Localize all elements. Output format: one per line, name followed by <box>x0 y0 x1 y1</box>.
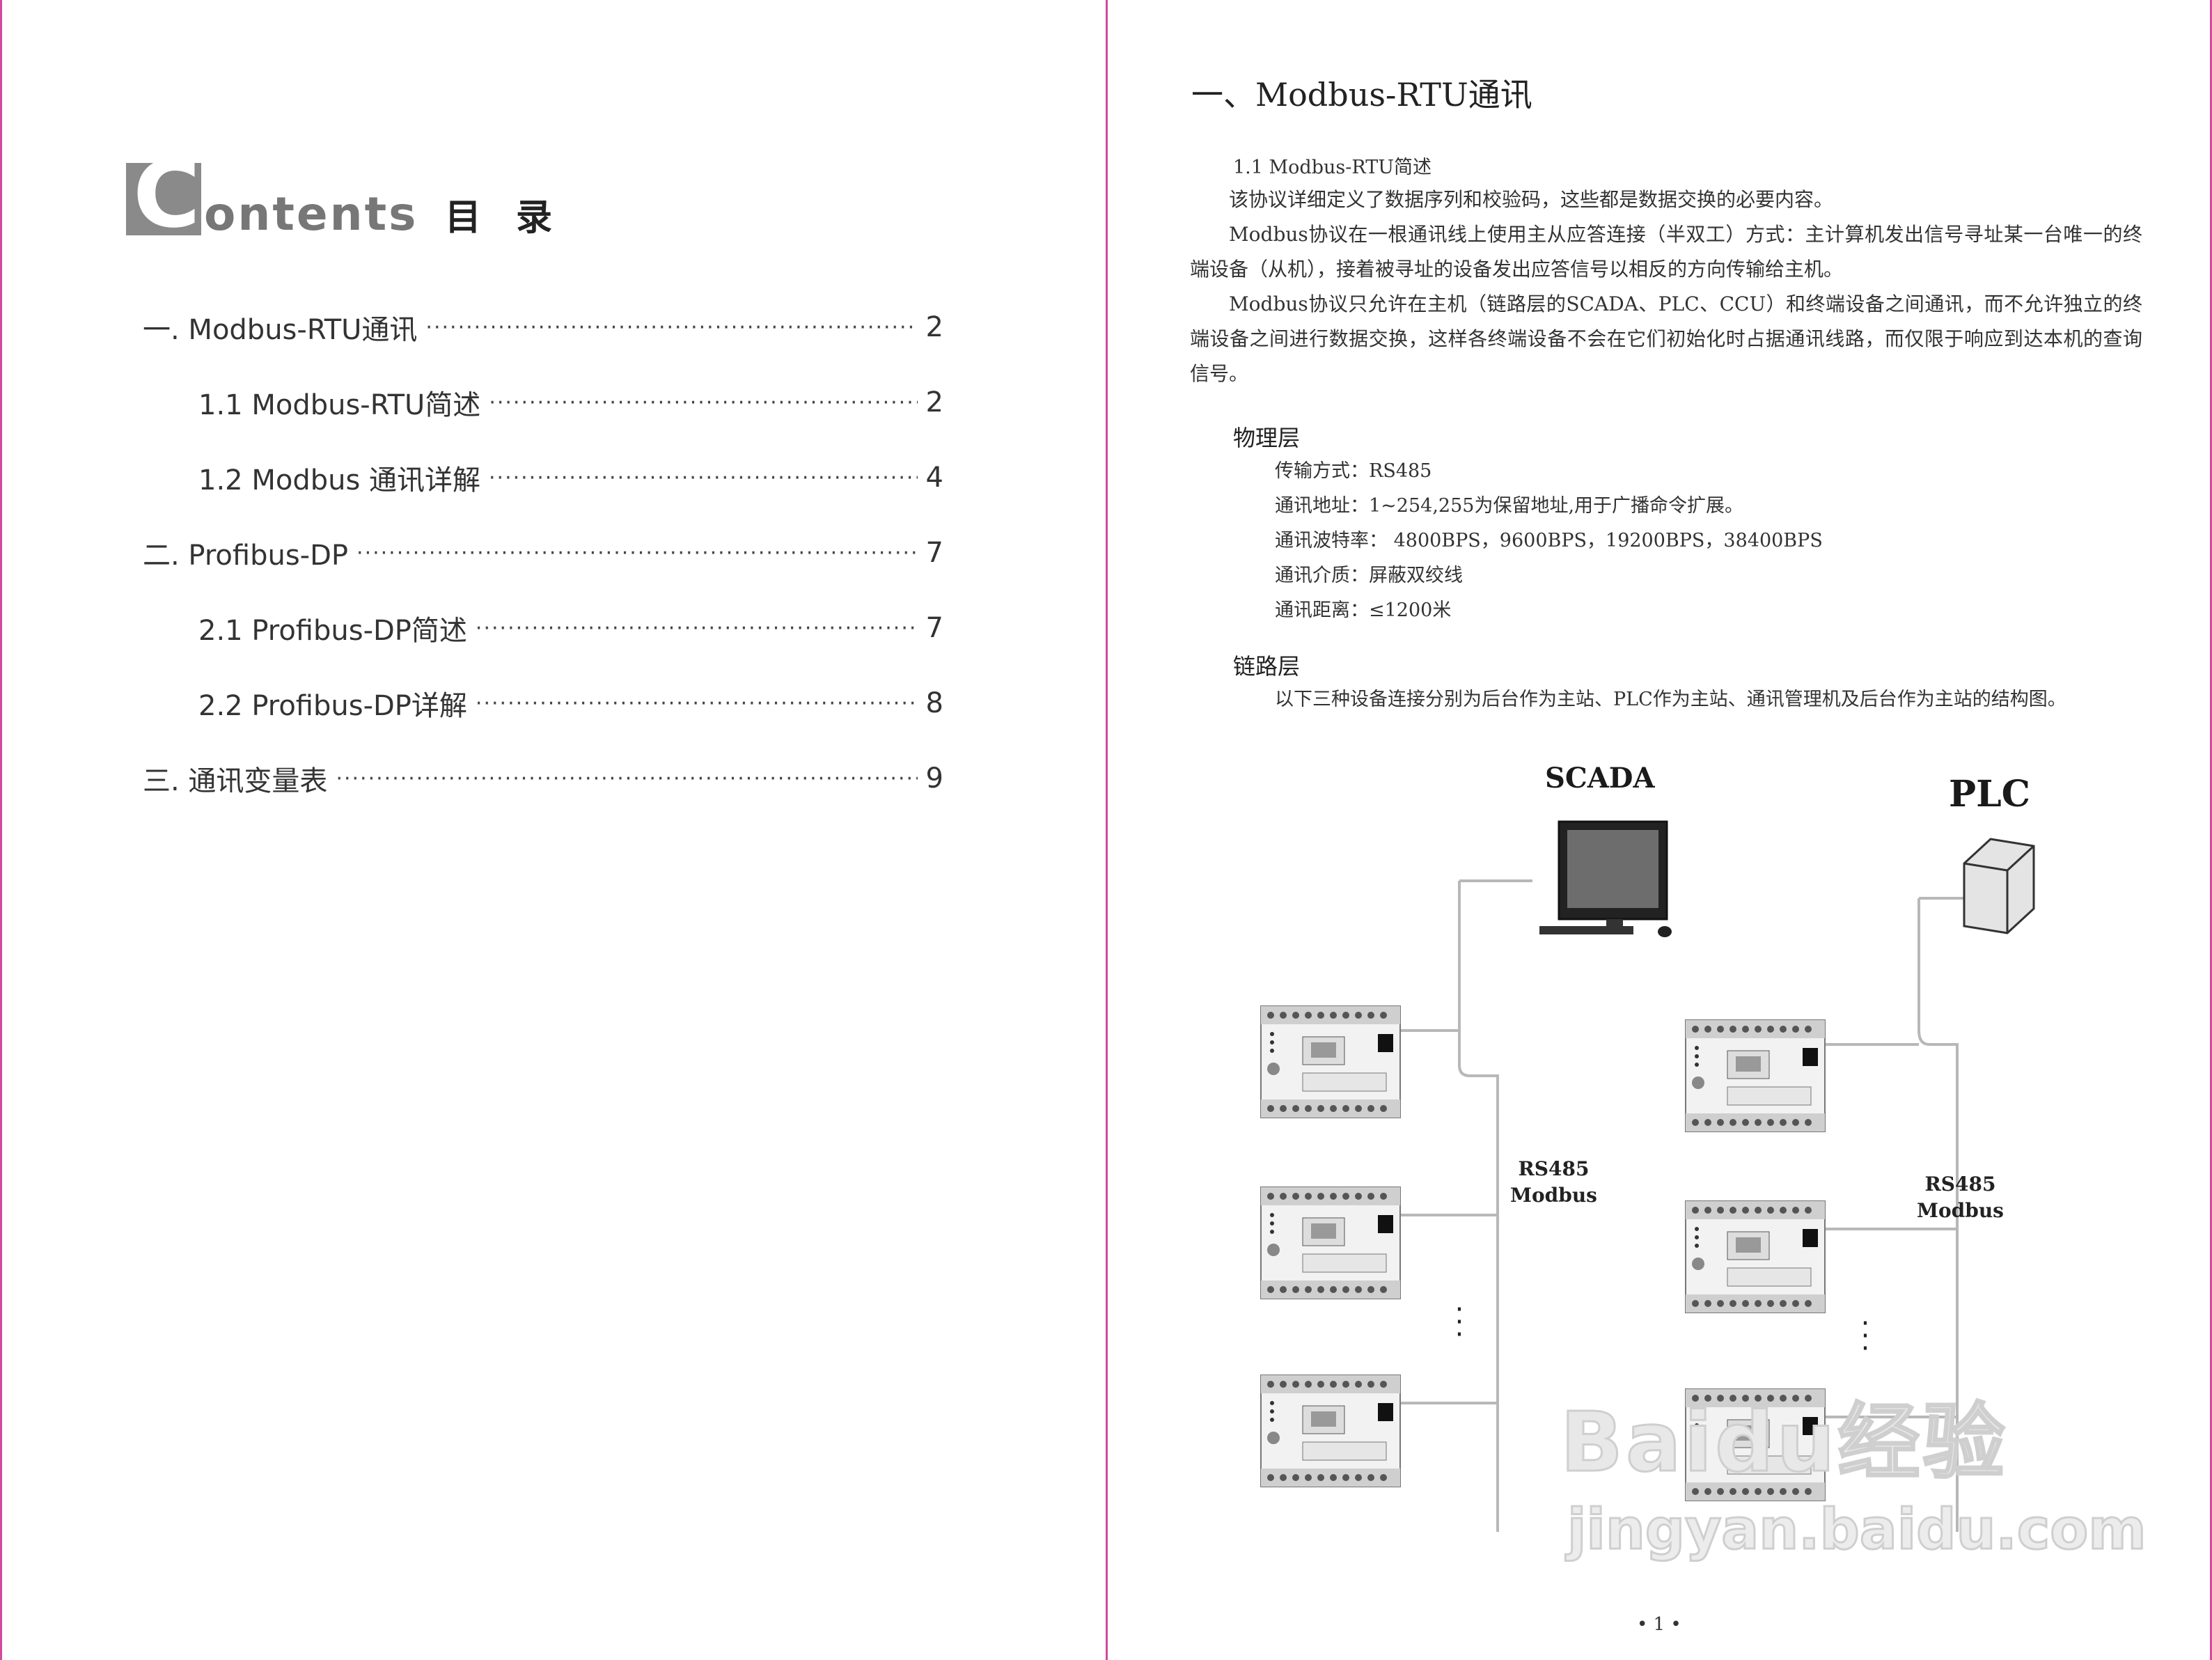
toc-page: 7 <box>925 537 943 569</box>
toc-label: 2.2 Profibus-DP详解 <box>198 690 467 722</box>
ellipsis-left: ··· <box>1454 1294 1464 1351</box>
contents-title: ontents <box>204 187 418 241</box>
toc-label: 1.2 Modbus 通讯详解 <box>198 464 480 496</box>
toc-entry[interactable]: 一. Modbus-RTU通讯 2 <box>143 306 943 348</box>
bus-protocol: RS485 <box>1518 1157 1590 1180</box>
st500-device <box>1685 1019 1826 1132</box>
paragraph: 该协议详细定义了数据序列和校验码，这些都是数据交换的必要内容。 <box>1229 188 1834 211</box>
toc-leader <box>476 691 918 716</box>
toc-label: 一. Modbus-RTU通讯 <box>143 314 418 346</box>
toc-page: 9 <box>925 762 943 794</box>
contents-initial: C <box>133 141 201 249</box>
paragraph: Modbus协议在一根通讯线上使用主从应答连接（半双工）方式：主计算机发出信号寻… <box>1190 223 2142 281</box>
physical-item: 通讯介质：屏蔽双绞线 <box>1275 565 1463 586</box>
physical-item: 通讯地址：1~254,255为保留地址,用于广播命令扩展。 <box>1275 495 1744 517</box>
toc-leader <box>336 767 917 791</box>
link-layer-text: 以下三种设备连接分别为后台作为主站、PLC作为主站、通讯管理机及后台作为主站的结… <box>1275 689 2066 710</box>
scada-computer <box>1539 820 1672 937</box>
physical-item: 通讯距离：≤1200米 <box>1275 600 1452 621</box>
toc-entry[interactable]: 1.2 Modbus 通讯详解 4 <box>198 457 943 499</box>
toc-entry[interactable]: 2.2 Profibus-DP详解 8 <box>198 682 943 724</box>
toc-leader <box>425 315 917 340</box>
network-diagram <box>1260 820 2035 1532</box>
plc-label: PLC <box>1949 773 2031 815</box>
toc-page: 8 <box>925 687 943 719</box>
toc-page: 7 <box>925 612 943 644</box>
bus-label-left: RS485 Modbus <box>1510 1156 1597 1209</box>
toc-entry[interactable]: 二. Profibus-DP 7 <box>143 532 943 574</box>
page-number: • 1 • <box>1637 1614 1681 1635</box>
physical-item: 通讯波特率： 4800BPS，9600BPS，19200BPS，38400BPS <box>1275 530 1823 551</box>
contents-title-cn: 目录 <box>445 197 588 239</box>
toc-leader <box>489 466 918 490</box>
left-page: C ontents 目录 一. Modbus-RTU通讯 2 1.1 Modbu… <box>0 0 1106 1660</box>
toc-page: 2 <box>925 386 943 418</box>
section-heading: 1.1 Modbus-RTU简述 <box>1233 157 1431 178</box>
st500-device <box>1685 1200 1826 1313</box>
toc-leader <box>476 616 918 641</box>
st500-device <box>1260 1375 1401 1487</box>
bus-label-right: RS485 Modbus <box>1917 1171 2004 1224</box>
toc-label: 2.1 Profibus-DP简述 <box>198 615 467 647</box>
right-page: 一、Modbus-RTU通讯 1.1 Modbus-RTU简述 该协议详细定义了… <box>1106 0 2212 1660</box>
toc-entry[interactable]: 1.1 Modbus-RTU简述 2 <box>198 382 943 423</box>
toc-label: 三. 通讯变量表 <box>143 765 328 797</box>
bus-protocol-name: Modbus <box>1917 1199 2004 1222</box>
toc-page: 4 <box>925 462 943 494</box>
toc-leader <box>356 541 918 565</box>
toc-page: 2 <box>925 311 943 343</box>
link-layer-title: 链路层 <box>1233 653 1301 680</box>
toc-label: 二. Profibus-DP <box>143 540 349 572</box>
watermark-url: jingyan.baidu.com <box>1567 1496 2148 1563</box>
plc-device <box>1963 838 2035 934</box>
contents-initial-box <box>126 163 201 235</box>
ellipsis-right: ··· <box>1860 1308 1870 1365</box>
watermark: Baidu经验 <box>1560 1393 2008 1491</box>
physical-layer-title: 物理层 <box>1233 425 1301 451</box>
toc-entry[interactable]: 2.1 Profibus-DP简述 7 <box>198 607 943 649</box>
paragraph: Modbus协议只允许在主机（链路层的SCADA、PLC、CCU）和终端设备之间… <box>1190 292 2142 385</box>
bus-protocol-name: Modbus <box>1510 1184 1597 1207</box>
st500-device <box>1260 1005 1401 1118</box>
st500-device <box>1260 1187 1401 1299</box>
chapter-heading: 一、Modbus-RTU通讯 <box>1191 76 1532 113</box>
scada-label: SCADA <box>1545 762 1655 794</box>
bus-protocol: RS485 <box>1924 1173 1996 1196</box>
physical-item: 传输方式：RS485 <box>1275 460 1432 482</box>
toc-entry[interactable]: 三. 通讯变量表 9 <box>143 758 943 799</box>
toc-leader <box>489 391 917 415</box>
toc-label: 1.1 Modbus-RTU简述 <box>198 389 481 421</box>
